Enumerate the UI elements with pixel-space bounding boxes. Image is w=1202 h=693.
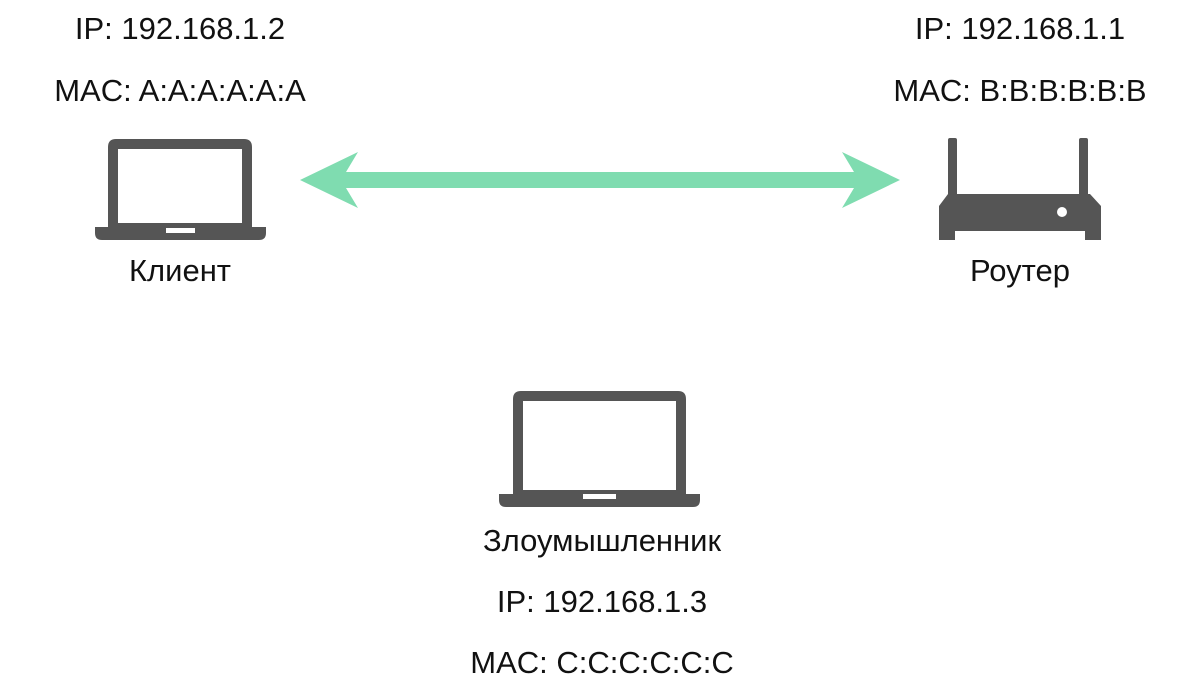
router-ip: IP: 192.168.1.1 [914,11,1126,46]
client-label: Клиент [128,253,232,288]
attacker-label: Злоумышленник [482,523,722,558]
client-laptop-icon [95,139,266,240]
client-mac: MAC: A:A:A:A:A:A [54,73,306,108]
attacker-mac: MAC: C:C:C:C:C:C [470,645,734,680]
client-ip: IP: 192.168.1.2 [74,11,286,46]
double-arrow-icon [300,152,900,208]
router-label: Роутер [969,253,1071,288]
attacker-laptop-icon [499,391,700,507]
router-mac: MAC: B:B:B:B:B:B [893,73,1147,108]
attacker-ip: IP: 192.168.1.3 [496,584,708,619]
router-icon [939,138,1101,240]
